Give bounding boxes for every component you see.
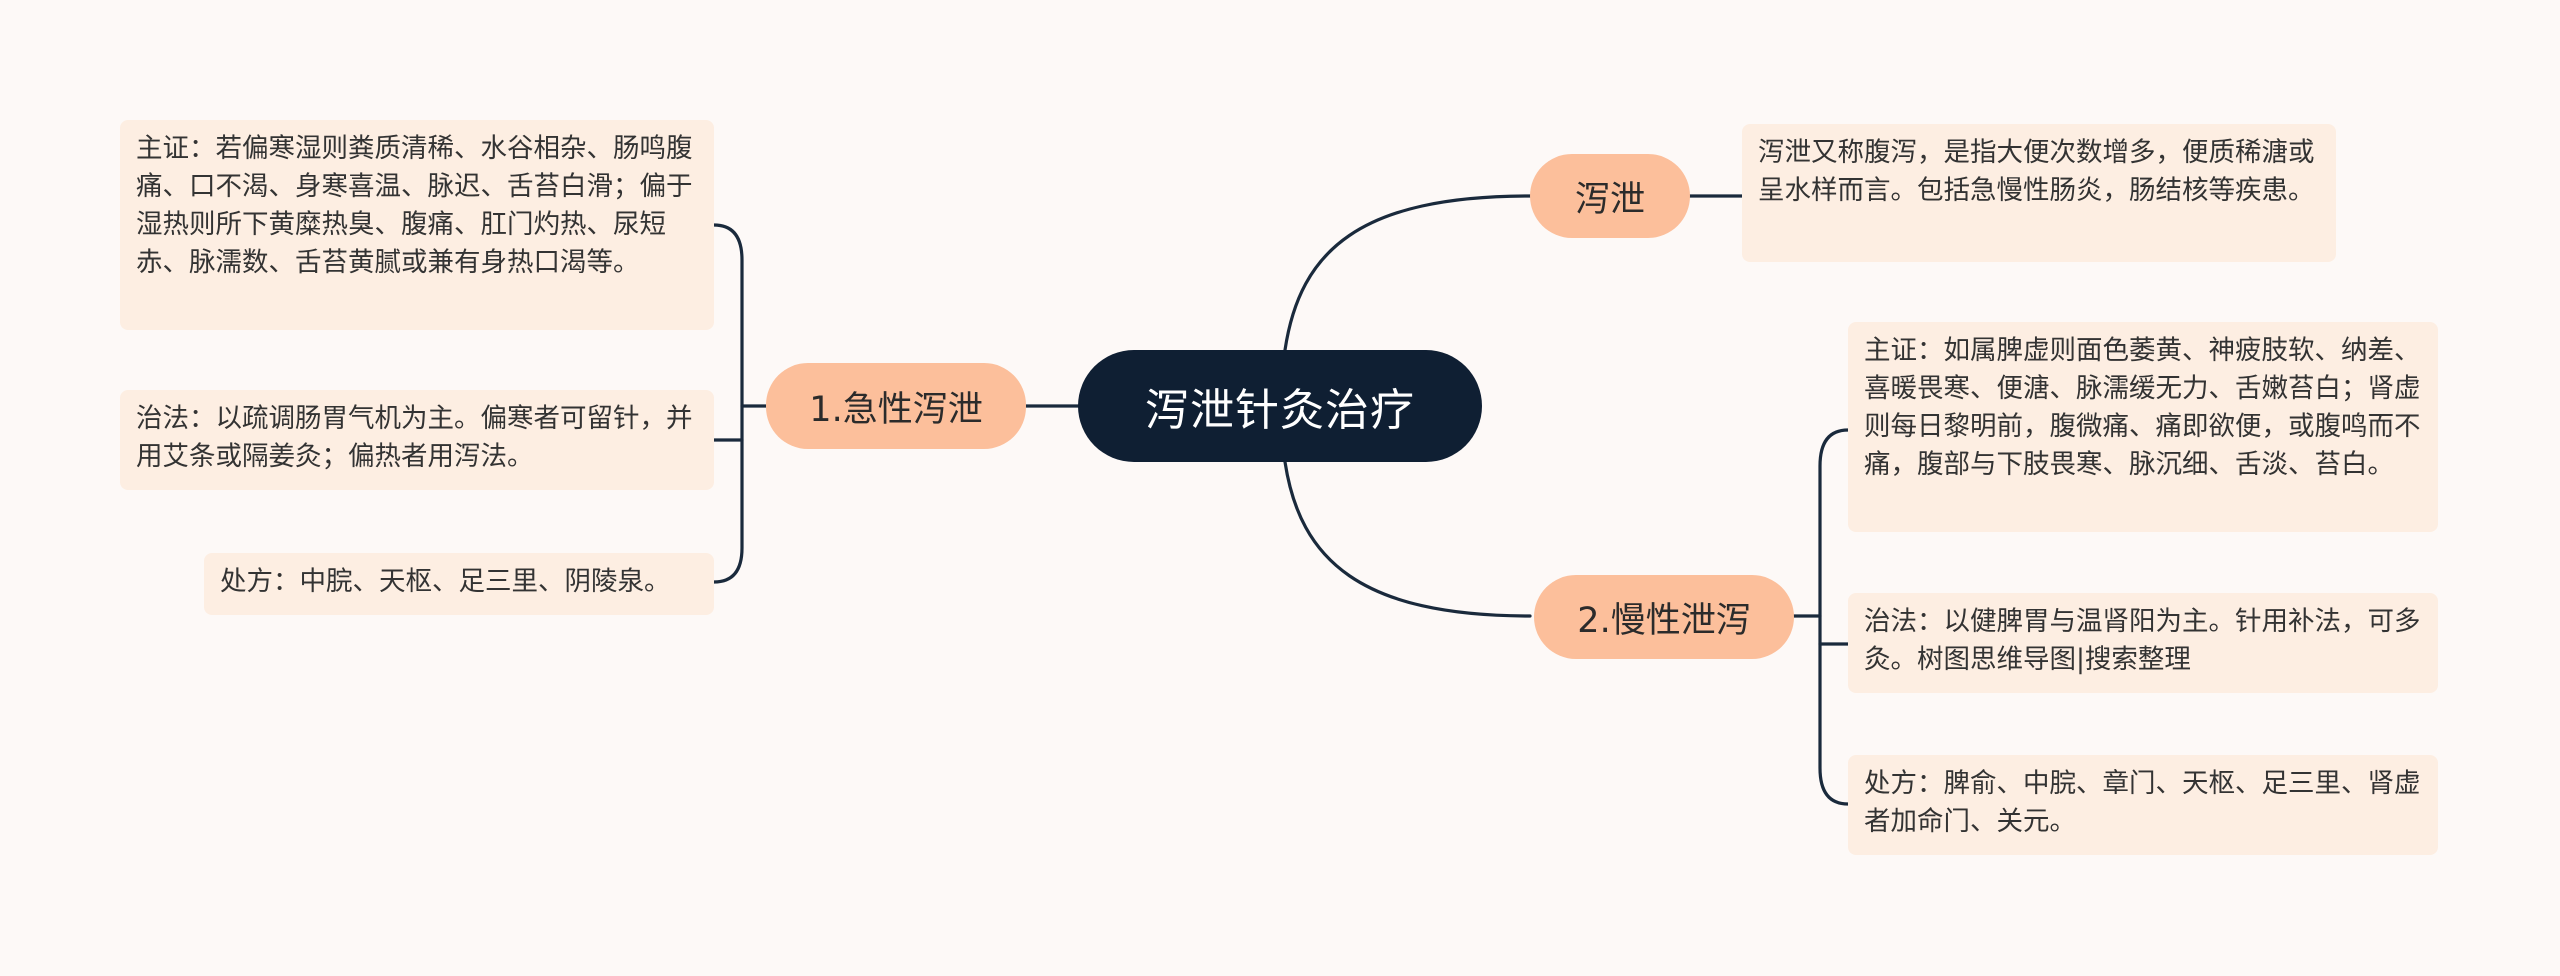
branch-chronic-label: 2.慢性泄泻 [1577,600,1751,641]
definition-note-text: 泻泄又称腹泻，是指大便次数增多，便质稀溏或呈水样而言。包括急慢性肠炎，肠结核等疾… [1758,137,2315,206]
acute-symptoms-node[interactable]: 主证：若偏寒湿则粪质清稀、水谷相杂、肠鸣腹痛、口不渴、身寒喜温、脉迟、舌苔白滑；… [120,120,714,330]
branch-definition-label: 泻泄 [1574,179,1645,220]
chronic-prescription-text: 处方：脾俞、中脘、章门、天枢、足三里、肾虚者加命门、关元。 [1864,768,2421,837]
connector-acute-bracket [712,223,744,584]
definition-note[interactable]: 泻泄又称腹泻，是指大便次数增多，便质稀溏或呈水样而言。包括急慢性肠炎，肠结核等疾… [1742,124,2336,262]
branch-chronic[interactable]: 2.慢性泄泻 [1534,575,1794,659]
root-node[interactable]: 泻泄针灸治疗 [1078,350,1482,462]
connector-chronic-bracket [1818,428,1850,806]
branch-definition[interactable]: 泻泄 [1530,154,1690,238]
acute-symptoms-text: 主证：若偏寒湿则粪质清稀、水谷相杂、肠鸣腹痛、口不渴、身寒喜温、脉迟、舌苔白滑；… [136,133,693,278]
acute-prescription-node[interactable]: 处方：中脘、天枢、足三里、阴陵泉。 [204,553,714,615]
chronic-symptoms-node[interactable]: 主证：如属脾虚则面色萎黄、神疲肢软、纳差、喜暖畏寒、便溏、脉濡缓无力、舌嫩苔白；… [1848,322,2438,532]
chronic-symptoms-text: 主证：如属脾虚则面色萎黄、神疲肢软、纳差、喜暖畏寒、便溏、脉濡缓无力、舌嫩苔白；… [1864,335,2421,480]
acute-treatment-node[interactable]: 治法：以疏调肠胃气机为主。偏寒者可留针，并用艾条或隔姜灸；偏热者用泻法。 [120,390,714,490]
chronic-treatment-text: 治法：以健脾胃与温肾阳为主。针用补法，可多灸。树图思维导图|搜索整理 [1864,606,2421,675]
connector-root-definition [1283,194,1532,352]
acute-prescription-text: 处方：中脘、天枢、足三里、阴陵泉。 [220,566,671,597]
root-label: 泻泄针灸治疗 [1145,385,1415,436]
chronic-treatment-node[interactable]: 治法：以健脾胃与温肾阳为主。针用补法，可多灸。树图思维导图|搜索整理 [1848,593,2438,693]
acute-treatment-text: 治法：以疏调肠胃气机为主。偏寒者可留针，并用艾条或隔姜灸；偏热者用泻法。 [136,403,693,472]
branch-acute-label: 1.急性泻泄 [809,389,983,430]
chronic-prescription-node[interactable]: 处方：脾俞、中脘、章门、天枢、足三里、肾虚者加命门、关元。 [1848,755,2438,855]
connector-root-chronic [1283,460,1532,618]
branch-acute[interactable]: 1.急性泻泄 [766,363,1026,449]
